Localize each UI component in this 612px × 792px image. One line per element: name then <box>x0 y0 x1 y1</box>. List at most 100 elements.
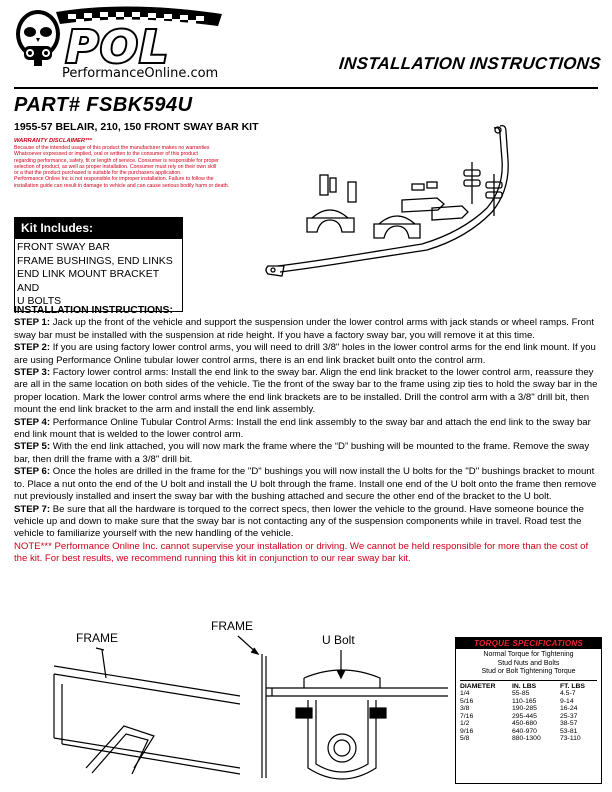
step-6: STEP 6: Once the holes are drilled in th… <box>14 466 604 503</box>
table-row: 7/16 295-445 25-37 <box>460 713 585 721</box>
step-label: STEP 3: <box>14 367 51 379</box>
table-row: 3/8 190-285 16-24 <box>460 705 585 713</box>
step-1: STEP 1: Jack up the front of the vehicle… <box>14 317 604 342</box>
table-row: 9/16 640-970 53-81 <box>460 728 585 736</box>
cell: 1/2 <box>460 720 470 727</box>
cell: 880-1300 <box>512 735 541 742</box>
logo-url[interactable]: PerformanceOnline.com <box>62 66 219 81</box>
part-subtitle: 1955-57 BELAIR, 210, 150 FRONT SWAY BAR … <box>14 121 259 133</box>
cell: 640-970 <box>512 727 537 735</box>
frame-label-right: FRAME <box>211 619 253 633</box>
kit-includes-box: Kit Includes: FRONT SWAY BAR FRAME BUSHI… <box>14 217 183 312</box>
sway-bar-parts-image <box>265 124 509 277</box>
title-rule <box>14 87 598 89</box>
kit-item: END LINK MOUNT BRACKET AND <box>17 268 159 294</box>
kit-item: FRAME BUSHINGS, END LINKS <box>17 254 173 267</box>
disclaimer-body: Because of the intended usage of this pr… <box>14 145 269 189</box>
torque-sub-line: Stud Nuts and Bolts <box>497 659 560 667</box>
frame-ubolt-diagram: FRAME FRAME U Bolt <box>53 619 448 780</box>
cell: 9/16 <box>460 727 474 735</box>
disclaimer-line: Because of the intended usage of this pr… <box>14 145 210 151</box>
step-text: Once the holes are drilled in the frame … <box>14 466 597 503</box>
step-label: STEP 6: <box>14 466 51 478</box>
cell: 7/16 <box>460 712 474 720</box>
step-label: STEP 1: <box>14 317 51 329</box>
kit-item: FRONT SWAY BAR <box>17 241 110 253</box>
table-row: 5/16 110-165 9-14 <box>460 698 585 706</box>
step-text: With the end link attached, you will now… <box>14 441 590 465</box>
frame-rail-icon <box>53 647 241 775</box>
cell: 5/16 <box>460 697 474 705</box>
cell: 4.5-7 <box>560 690 576 697</box>
kit-heading: Kit Includes: <box>15 218 182 239</box>
cell: 16-24 <box>560 705 578 712</box>
disclaimer-line: Performance Online Inc is not responsibl… <box>14 176 214 183</box>
pol-logo: POL <box>16 6 222 75</box>
step-7: STEP 7: Be sure that all the hardware is… <box>14 504 604 541</box>
disclaimer-line: Whatsoever expressed or implied, oral or… <box>14 151 198 158</box>
disclaimer-line: selection of product, as well as proper … <box>14 163 217 170</box>
skull-icon <box>16 10 60 66</box>
table-row: 5/8 880-1300 73-110 <box>460 735 585 743</box>
cell: 73-110 <box>560 735 581 742</box>
torque-heading: TORQUE SPECIFICATIONS <box>456 638 601 649</box>
step-2: STEP 2: If you are using factory lower c… <box>14 342 604 367</box>
ubolt-label: U Bolt <box>322 633 355 647</box>
cell: 25-37 <box>560 712 578 720</box>
step-label: STEP 2: <box>14 342 51 354</box>
kit-list: FRONT SWAY BAR FRAME BUSHINGS, END LINKS… <box>15 239 182 311</box>
kit-item: U BOLTS <box>17 295 62 307</box>
step-text: Factory lower control arms: Install the … <box>14 367 598 416</box>
cell: 55-85 <box>512 690 530 697</box>
step-text: Jack up the front of the vehicle and sup… <box>14 317 595 341</box>
ubolt-frame-icon <box>261 654 448 780</box>
disclaimer-line: regarding performance, safety, fit or le… <box>14 157 219 164</box>
torque-divider <box>460 679 597 681</box>
cell: 38-57 <box>560 720 578 727</box>
step-text: Performance Online Tubular Control Arms:… <box>14 416 591 441</box>
instructions-heading: INSTALLATION INSTRUCTIONS: <box>14 305 173 316</box>
step-label: STEP 5: <box>14 441 51 453</box>
sway-bar-icon <box>265 124 509 277</box>
cell: 5/8 <box>460 735 470 742</box>
torque-subheading: Normal Torque for Tightening Stud Nuts a… <box>456 651 601 677</box>
cell: 3/8 <box>460 705 470 712</box>
table-row: 1/4 55-85 4.5-7 <box>460 690 585 698</box>
cell: 295-445 <box>512 712 537 720</box>
part-number: PART# FSBK594U <box>14 94 193 116</box>
col-ft-lbs: FT. LBS <box>560 682 585 690</box>
disclaimer-heading: WARRANTY DISCLAIMER*** <box>14 138 92 144</box>
end-link-icon <box>319 162 503 221</box>
frame-label-left: FRAME <box>76 631 118 645</box>
logo-text: POL <box>66 22 170 73</box>
disclaimer-line: or a that the product purchased is suita… <box>14 170 182 177</box>
torque-header-row: DIAMETER IN. LBS FT. LBS <box>460 683 585 691</box>
torque-sub-line: Stud or Bolt Tightening Torque <box>481 668 576 675</box>
torque-sub-line: Normal Torque for Tightening <box>483 651 574 658</box>
step-label: STEP 4: <box>14 416 51 428</box>
liability-note: NOTE*** Performance Online Inc. cannot s… <box>14 540 589 565</box>
col-in-lbs: IN. LBS <box>512 682 537 690</box>
cell: 190-285 <box>512 705 537 712</box>
cell: 110-165 <box>512 697 537 705</box>
step-5: STEP 5: With the end link attached, you … <box>14 441 604 466</box>
arrow-icon <box>237 635 346 680</box>
doc-title: INSTALLATION INSTRUCTIONS <box>338 54 602 73</box>
step-label: STEP 7: <box>14 503 51 515</box>
cell: 53-81 <box>560 727 578 735</box>
torque-table: DIAMETER IN. LBS FT. LBS 1/4 55-85 4.5-7 5… <box>460 683 585 743</box>
step-text: Be sure that all the hardware is torqued… <box>14 503 584 540</box>
cell: 450-680 <box>512 720 537 727</box>
step-text: If you are using factory lower control a… <box>14 342 596 366</box>
installation-instructions: INSTALLATION INSTRUCTIONS: STEP 1: Jack … <box>14 305 604 566</box>
step-3: STEP 3: Factory lower control arms: Inst… <box>14 367 604 417</box>
disclaimer-line: installation guide can result in damage … <box>14 182 230 189</box>
cell: 1/4 <box>460 690 470 697</box>
cell: 9-14 <box>560 697 574 705</box>
table-row: 1/2 450-680 38-57 <box>460 720 585 728</box>
col-diameter: DIAMETER <box>460 682 496 690</box>
checkered-flag-icon <box>56 6 222 26</box>
torque-specifications-box: TORQUE SPECIFICATIONS Normal Torque for … <box>455 637 602 784</box>
step-4: STEP 4: Performance Online Tubular Contr… <box>14 417 604 442</box>
bushing-bracket-icon <box>306 209 421 239</box>
